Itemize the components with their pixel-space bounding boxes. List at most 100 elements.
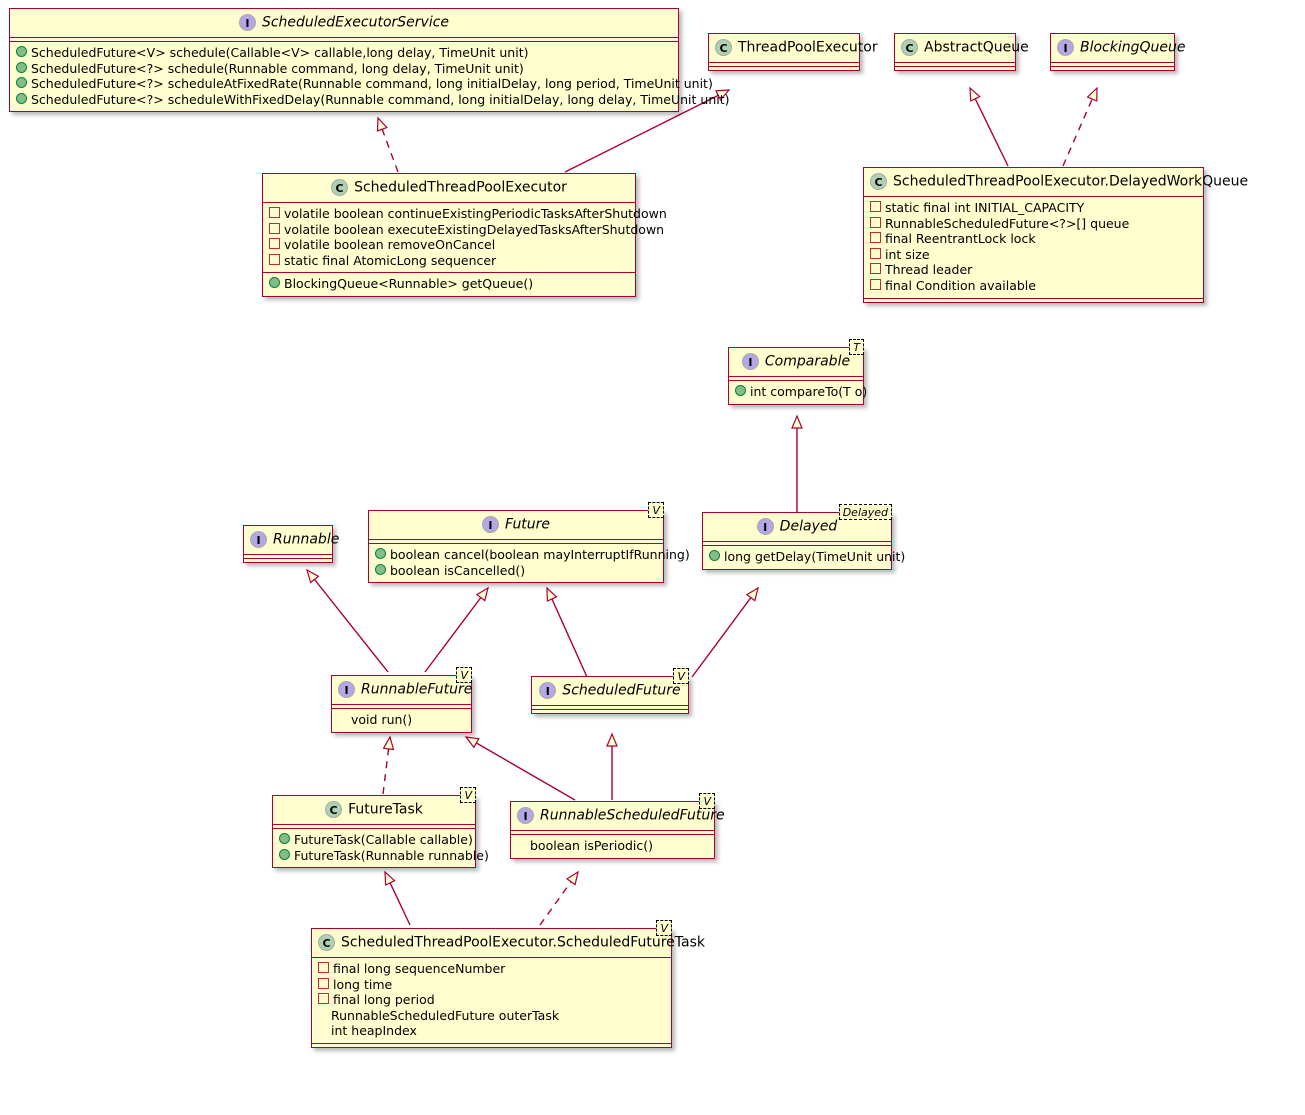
methods-compartment: ScheduledFuture<V> schedule(Callable<V> … bbox=[10, 42, 730, 111]
edge-runnablefuture-extends-runnable bbox=[306, 568, 389, 673]
private-marker-icon bbox=[870, 232, 881, 244]
edge-dwq-extends-abstractqueue bbox=[969, 86, 1009, 167]
private-marker-icon bbox=[269, 207, 280, 218]
method-row: ScheduledFuture<V> schedule(Callable<V> … bbox=[14, 45, 674, 61]
public-marker-icon bbox=[16, 46, 27, 57]
edge-runnablefuture-extends-future bbox=[424, 586, 489, 673]
method-label: ScheduledFuture<?> schedule(Runnable com… bbox=[31, 60, 524, 76]
class-title: ScheduledThreadPoolExecutor.ScheduledFut… bbox=[341, 934, 706, 951]
field-label: long time bbox=[333, 976, 393, 992]
public-marker-icon bbox=[16, 61, 27, 73]
methods-compartment bbox=[895, 67, 1015, 70]
methods-compartment: BlockingQueue<Runnable> getQueue() bbox=[263, 273, 635, 296]
field-label: final long period bbox=[333, 992, 435, 1008]
interface-badge-icon: I bbox=[1057, 39, 1074, 56]
class-title: RunnableFuture bbox=[361, 681, 473, 698]
generic-type-parameter: V bbox=[699, 793, 715, 809]
edge-rsf-extends-runnablefuture bbox=[464, 736, 576, 801]
edge-sft-implements-rsf bbox=[539, 870, 579, 926]
method-label: ScheduledFuture<V> schedule(Callable<V> … bbox=[31, 45, 529, 60]
public-marker-icon bbox=[709, 550, 720, 561]
interface-badge-icon: I bbox=[338, 681, 355, 698]
methods-compartment bbox=[864, 299, 1203, 302]
package-marker-icon bbox=[517, 841, 526, 850]
public-marker-icon bbox=[269, 277, 280, 289]
edge-futuretask-implements-runnablefuture bbox=[382, 735, 395, 795]
field-label: int heapIndex bbox=[331, 1023, 417, 1039]
field-row: final Condition available bbox=[868, 278, 1199, 294]
method-row: FutureTask(Runnable runnable) bbox=[277, 848, 489, 864]
field-row: int heapIndex bbox=[316, 1023, 667, 1039]
fields-compartment bbox=[532, 706, 688, 710]
methods-compartment bbox=[709, 67, 859, 70]
field-label: volatile boolean removeOnCancel bbox=[284, 237, 496, 253]
fields-compartment bbox=[703, 542, 891, 546]
fields-compartment: final long sequenceNumber long time fina… bbox=[312, 958, 671, 1044]
field-label: RunnableScheduledFuture outerTask bbox=[331, 1007, 560, 1023]
class-title: RunnableScheduledFuture bbox=[540, 807, 725, 824]
class-title: ScheduledThreadPoolExecutor bbox=[354, 179, 567, 196]
field-row: volatile boolean executeExistingDelayedT… bbox=[267, 222, 664, 238]
generic-type-parameter: V bbox=[656, 920, 672, 936]
fields-compartment bbox=[10, 38, 678, 42]
method-label: FutureTask(Runnable runnable) bbox=[294, 847, 489, 863]
generic-type-parameter: V bbox=[673, 668, 689, 684]
private-marker-icon bbox=[318, 962, 329, 973]
fields-compartment bbox=[511, 831, 714, 835]
method-label: FutureTask(Callable callable) bbox=[294, 832, 473, 847]
class-title: FutureTask bbox=[348, 801, 423, 818]
field-row: volatile boolean removeOnCancel bbox=[267, 237, 631, 253]
generic-type-parameter: Delayed bbox=[838, 504, 892, 520]
fields-compartment bbox=[273, 825, 475, 829]
class-title: AbstractQueue bbox=[924, 39, 1029, 56]
method-row: boolean isPeriodic() bbox=[515, 838, 710, 854]
methods-compartment: int compareTo(T o) bbox=[729, 381, 867, 404]
fields-compartment bbox=[369, 540, 663, 544]
generic-type-parameter: V bbox=[648, 502, 664, 518]
method-row: long getDelay(TimeUnit unit) bbox=[707, 549, 905, 565]
fields-compartment: static final int INITIAL_CAPACITY Runnab… bbox=[864, 197, 1203, 299]
class-box-scheduled-thread-pool-executor[interactable]: C ScheduledThreadPoolExecutor volatile bo… bbox=[262, 173, 667, 297]
method-label: BlockingQueue<Runnable> getQueue() bbox=[284, 276, 534, 292]
private-marker-icon bbox=[870, 216, 881, 228]
class-title: ScheduledFuture bbox=[562, 682, 681, 699]
class-badge-icon: C bbox=[870, 173, 887, 190]
edge-dwq-implements-blockingqueue bbox=[1062, 86, 1098, 167]
field-row: static final int INITIAL_CAPACITY bbox=[868, 200, 1199, 216]
method-row: BlockingQueue<Runnable> getQueue() bbox=[267, 276, 631, 292]
class-title: Runnable bbox=[273, 531, 340, 548]
field-label: final Condition available bbox=[885, 277, 1036, 293]
field-label: RunnableScheduledFuture<?>[] queue bbox=[885, 215, 1130, 231]
field-row: int size bbox=[868, 247, 1199, 263]
method-row: boolean cancel(boolean mayInterruptIfRun… bbox=[373, 547, 690, 563]
public-marker-icon bbox=[16, 92, 27, 104]
field-label: static final AtomicLong sequencer bbox=[284, 252, 497, 268]
class-badge-icon: C bbox=[901, 39, 918, 56]
methods-compartment bbox=[1051, 67, 1174, 70]
field-row: static final AtomicLong sequencer bbox=[267, 253, 631, 269]
methods-compartment: void run() bbox=[332, 709, 471, 732]
fields-compartment: volatile boolean continueExistingPeriodi… bbox=[263, 203, 667, 274]
fields-compartment bbox=[709, 63, 859, 67]
class-title: ScheduledExecutorService bbox=[261, 14, 450, 31]
class-box-abstract-queue[interactable]: C AbstractQueue bbox=[894, 33, 1029, 71]
class-badge-icon: C bbox=[331, 179, 349, 196]
class-header: I RunnableFuture bbox=[332, 676, 473, 705]
